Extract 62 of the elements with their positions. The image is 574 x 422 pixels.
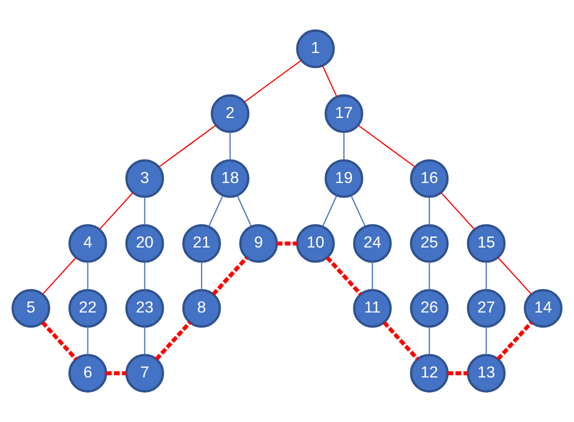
connector (276, 241, 298, 246)
node-circle: 3 (125, 159, 164, 198)
node-circle: 1 (296, 29, 335, 68)
node-circle: 12 (410, 354, 449, 393)
connector (212, 256, 248, 296)
connector (158, 124, 216, 168)
connector (106, 371, 126, 376)
connector (428, 326, 430, 355)
node-circle: 17 (324, 94, 364, 134)
node-circle: 14 (524, 288, 562, 328)
node-circle: 15 (466, 224, 506, 263)
node-circle: 22 (68, 288, 108, 328)
node-circle: 23 (125, 288, 164, 328)
node-circle: 11 (353, 288, 392, 328)
connector (322, 65, 338, 97)
connector (144, 326, 146, 355)
connector (428, 196, 430, 226)
node-circle: 6 (68, 354, 108, 393)
connector (244, 60, 302, 103)
connector (428, 262, 430, 290)
connector (343, 132, 344, 160)
connector (350, 195, 366, 227)
connector (42, 257, 76, 295)
node-circle: 4 (68, 224, 108, 263)
connector (372, 262, 373, 290)
connector (496, 321, 533, 360)
connector (322, 195, 338, 227)
node-circle: 24 (353, 224, 392, 263)
node-circle: 10 (296, 224, 335, 263)
node-circle: 21 (182, 224, 221, 263)
node-circle: 19 (324, 159, 364, 198)
connector (87, 326, 88, 355)
node-circle: 25 (410, 224, 449, 263)
node-circle: 18 (210, 159, 250, 198)
node-circle: 7 (125, 354, 164, 393)
connector (498, 257, 532, 295)
connector (201, 262, 202, 290)
node-circle: 8 (182, 288, 221, 328)
connector (144, 262, 146, 290)
connector (208, 195, 224, 227)
node-circle: 16 (410, 159, 449, 198)
connector (155, 321, 192, 360)
connector (382, 321, 419, 360)
connector (99, 192, 134, 230)
connector (144, 196, 146, 226)
connector (486, 326, 487, 355)
node-circle: 27 (466, 288, 506, 328)
connector (448, 371, 468, 376)
connector (326, 256, 362, 296)
node-circle: 9 (239, 224, 278, 263)
node-circle: 13 (466, 354, 506, 393)
node-circle: 20 (125, 224, 164, 263)
connector (440, 192, 475, 230)
node-circle: 5 (12, 288, 50, 328)
node-circle: 26 (410, 288, 449, 328)
connector (358, 124, 416, 168)
connector (486, 262, 487, 290)
connector (87, 262, 88, 290)
connector (236, 195, 252, 227)
connector (230, 132, 231, 160)
connector (41, 321, 78, 360)
node-circle: 2 (210, 94, 250, 134)
